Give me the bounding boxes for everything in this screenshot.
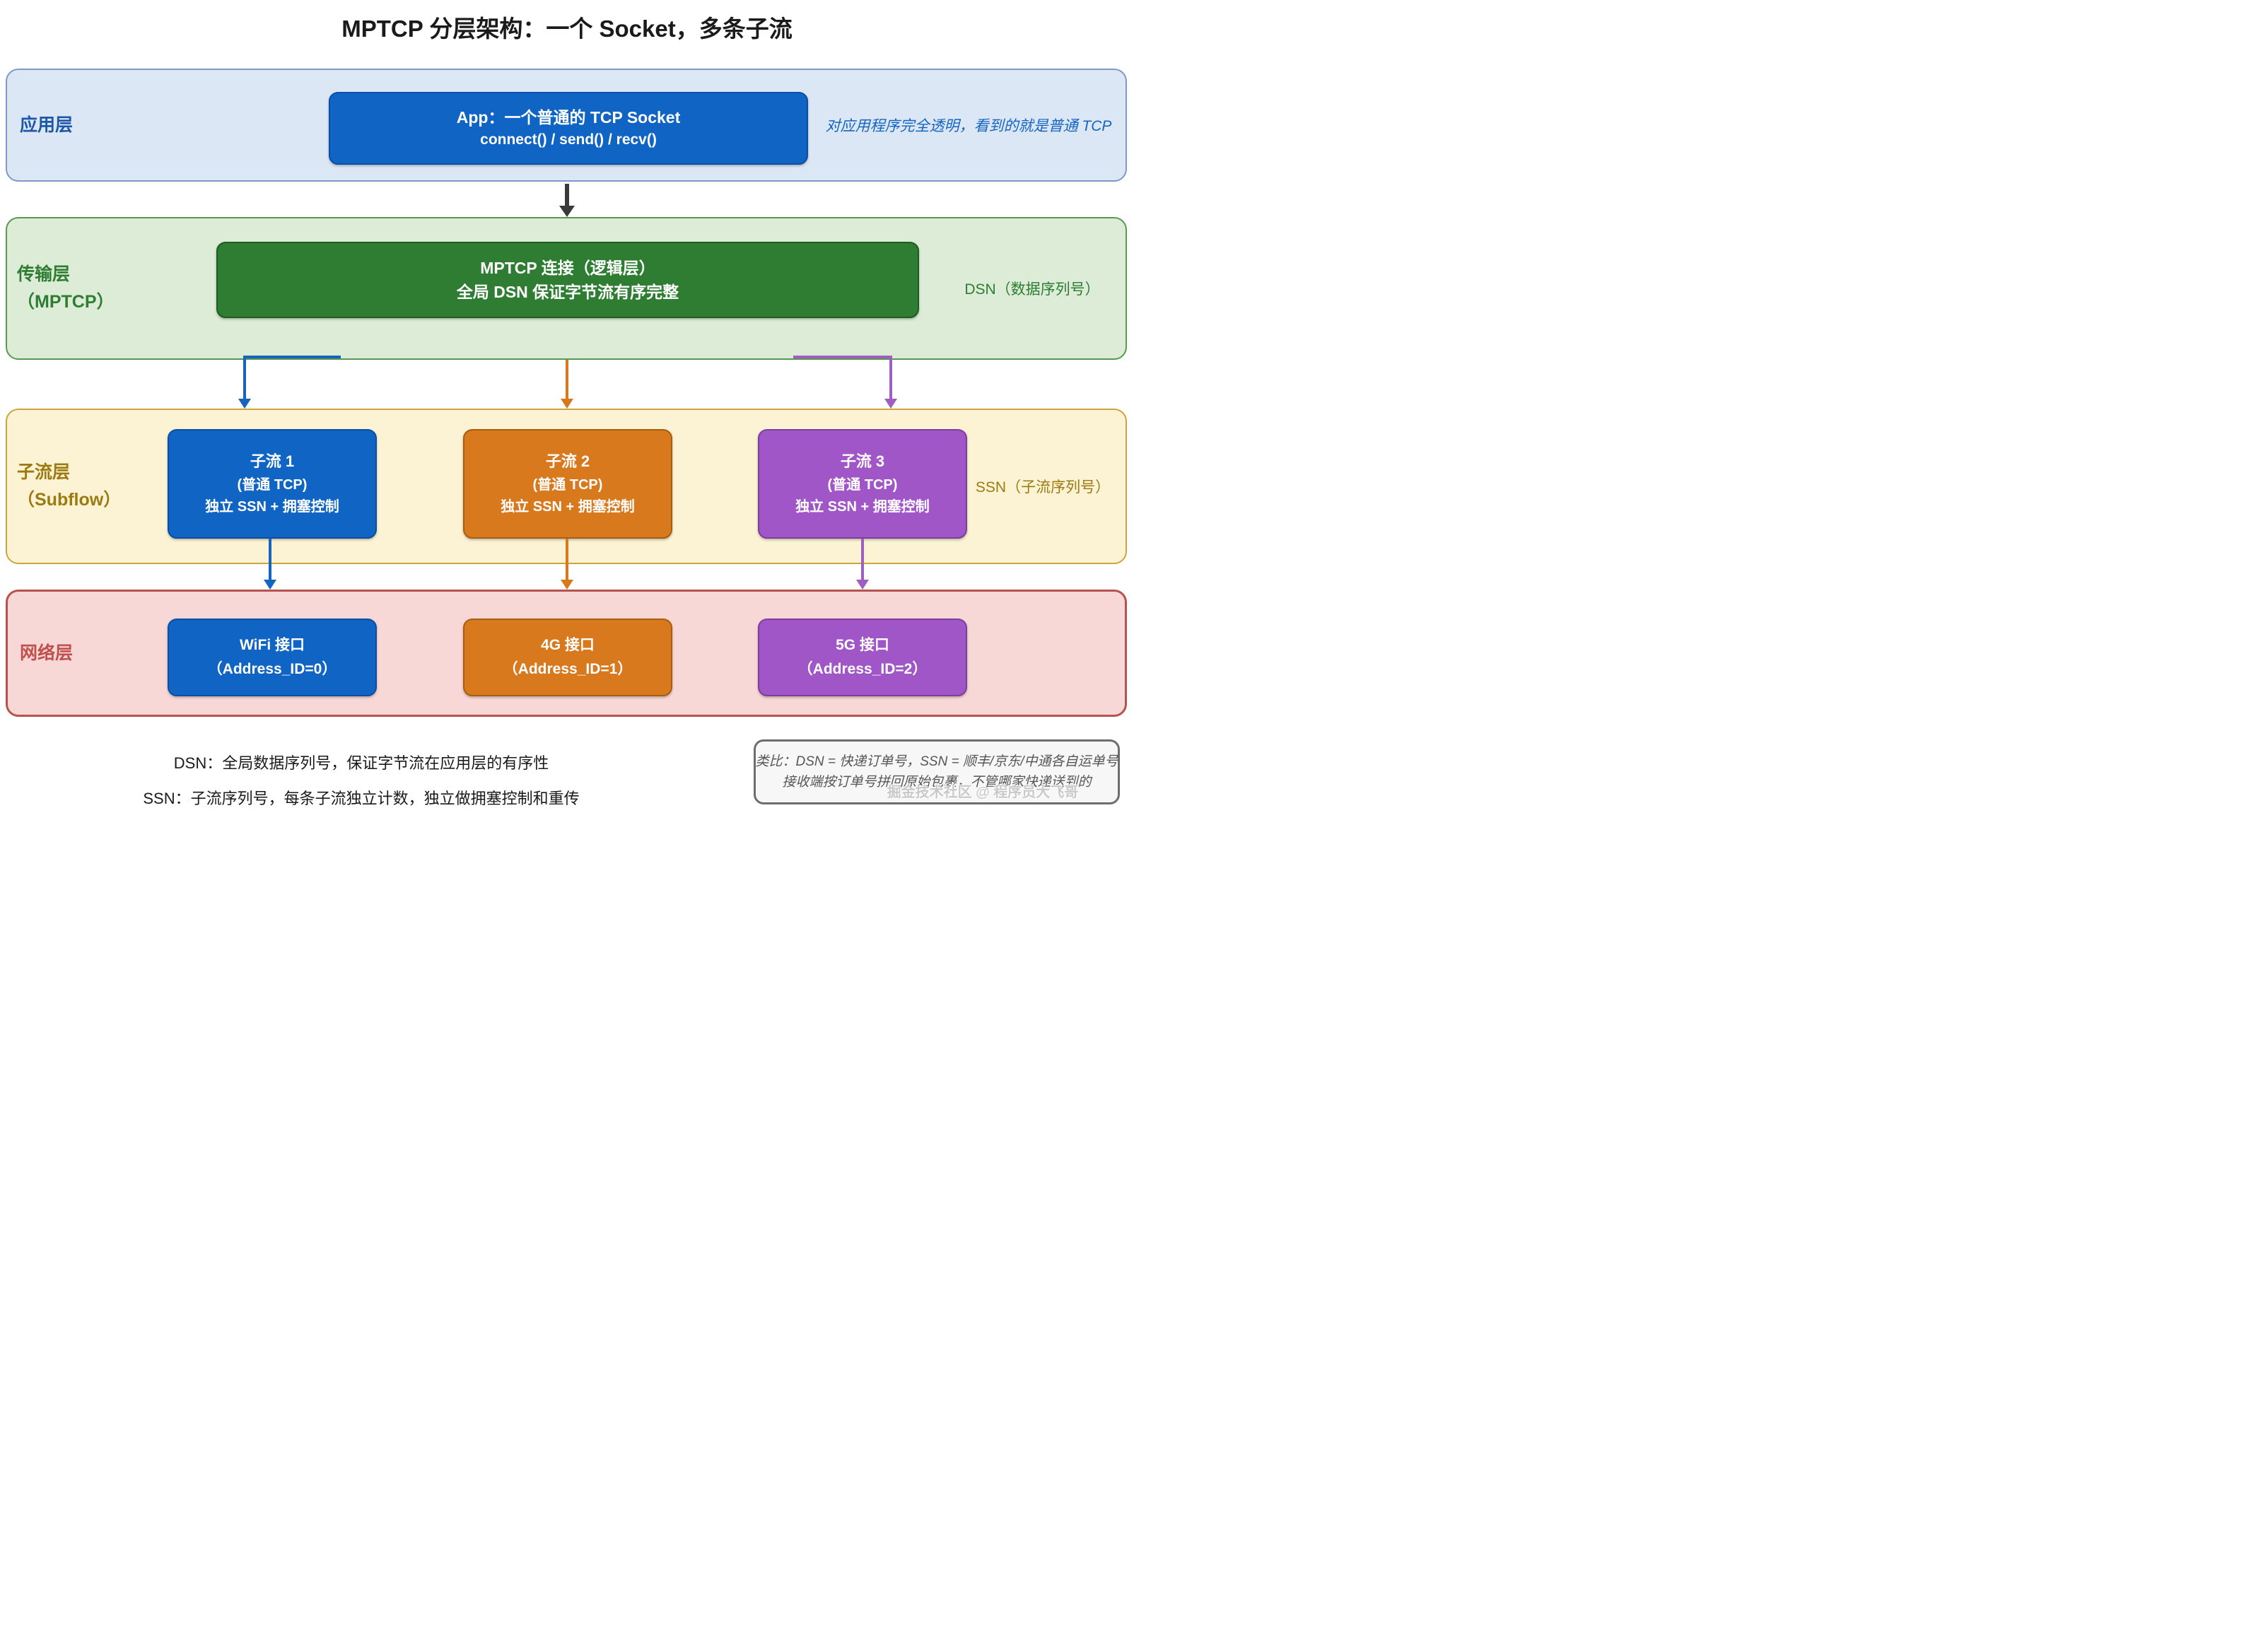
- subflow-3-line3: 独立 SSN + 拥塞控制: [795, 498, 930, 515]
- mptcp-connection-box-line2: 全局 DSN 保证字节流有序完整: [456, 283, 679, 301]
- 5g-interface-line2: （Address_ID=2）: [797, 661, 928, 677]
- connector-4g-head: [561, 580, 573, 590]
- ssn-footnote: SSN：子流序列号，每条子流独立计数，独立做拥塞控制和重传: [143, 790, 580, 807]
- mptcp-connection-box: MPTCP 连接（逻辑层） 全局 DSN 保证字节流有序完整: [216, 242, 919, 318]
- network-layer-label: 网络层: [20, 590, 73, 717]
- connector-5g-stem: [861, 539, 864, 580]
- 5g-interface-line1: 5G 接口: [836, 637, 889, 654]
- connector-subflow2-stem: [566, 360, 568, 399]
- dsn-footnote: DSN：全局数据序列号，保证字节流在应用层的有序性: [173, 754, 549, 772]
- connector-subflow1-arm: [243, 356, 341, 358]
- subflow-2-line1: 子流 2: [545, 452, 590, 471]
- transport-layer-label: 传输层 （MPTCP）: [17, 217, 115, 360]
- app-layer-label-text: 应用层: [20, 115, 74, 135]
- wifi-interface-box: WiFi 接口 （Address_ID=0）: [168, 619, 377, 696]
- transport-layer-label-line1: 传输层: [17, 264, 71, 285]
- arrow-app-to-transport-head: [559, 206, 575, 217]
- analogy-line2: 接收端按订单号拼回原始包裹，不管哪家快递送到的: [782, 775, 1092, 790]
- subflow-3-box: 子流 3 (普通 TCP) 独立 SSN + 拥塞控制: [758, 429, 967, 539]
- subflow-3-line1: 子流 3: [840, 452, 885, 471]
- mptcp-architecture-diagram: MPTCP 分层架构：一个 Socket，多条子流 应用层 App：一个普通的 …: [0, 0, 1134, 820]
- app-socket-box-line2: connect() / send() / recv(): [480, 131, 657, 148]
- subflow-1-line3: 独立 SSN + 拥塞控制: [205, 498, 339, 515]
- wifi-interface-line2: （Address_ID=0）: [207, 661, 337, 677]
- connector-wifi-stem: [269, 539, 271, 580]
- watermark: 掘金技术社区 @ 程序员大飞哥: [887, 785, 1079, 800]
- dsn-note: DSN（数据序列号）: [964, 281, 1100, 298]
- subflow-1-box: 子流 1 (普通 TCP) 独立 SSN + 拥塞控制: [168, 429, 377, 539]
- wifi-interface-line1: WiFi 接口: [240, 637, 305, 654]
- subflow-layer-label-line1: 子流层: [17, 462, 71, 483]
- connector-5g-head: [856, 580, 869, 590]
- app-transparency-note: 对应用程序完全透明，看到的就是普通 TCP: [825, 118, 1112, 134]
- connector-subflow3-head: [884, 399, 897, 409]
- analogy-line1: 类比：DSN = 快递订单号，SSN = 顺丰/京东/中通各自运单号: [755, 754, 1118, 769]
- network-layer-label-text: 网络层: [20, 643, 74, 663]
- ssn-note: SSN（子流序列号）: [975, 479, 1111, 496]
- subflow-2-line3: 独立 SSN + 拥塞控制: [501, 498, 635, 515]
- subflow-layer-label-line2: （Subflow）: [17, 490, 122, 510]
- arrow-app-to-transport-stem: [565, 184, 569, 207]
- connector-subflow2-head: [561, 399, 573, 409]
- connector-subflow3-arm: [793, 356, 892, 358]
- 5g-interface-box: 5G 接口 （Address_ID=2）: [758, 619, 967, 696]
- 4g-interface-line1: 4G 接口: [541, 637, 595, 654]
- mptcp-connection-box-line1: MPTCP 连接（逻辑层）: [480, 258, 655, 277]
- diagram-title: MPTCP 分层架构：一个 Socket，多条子流: [341, 16, 793, 42]
- subflow-layer-label: 子流层 （Subflow）: [17, 409, 121, 564]
- subflow-3-line2: (普通 TCP): [827, 476, 898, 493]
- subflow-2-line2: (普通 TCP): [532, 476, 603, 493]
- app-layer-label: 应用层: [20, 69, 73, 182]
- subflow-2-box: 子流 2 (普通 TCP) 独立 SSN + 拥塞控制: [463, 429, 672, 539]
- connector-wifi-head: [264, 580, 276, 590]
- app-socket-box: App：一个普通的 TCP Socket connect() / send() …: [329, 92, 808, 165]
- subflow-1-line1: 子流 1: [250, 452, 295, 471]
- analogy-box: 类比：DSN = 快递订单号，SSN = 顺丰/京东/中通各自运单号 接收端按订…: [754, 739, 1120, 804]
- app-socket-box-line1: App：一个普通的 TCP Socket: [456, 107, 681, 127]
- transport-layer-label-line2: （MPTCP）: [17, 292, 115, 312]
- connector-subflow3-stem: [889, 356, 892, 399]
- 4g-interface-box: 4G 接口 （Address_ID=1）: [463, 619, 672, 696]
- 4g-interface-line2: （Address_ID=1）: [503, 661, 633, 677]
- connector-subflow1-head: [238, 399, 251, 409]
- connector-subflow1-stem: [243, 356, 246, 399]
- connector-4g-stem: [566, 539, 568, 580]
- subflow-1-line2: (普通 TCP): [237, 476, 308, 493]
